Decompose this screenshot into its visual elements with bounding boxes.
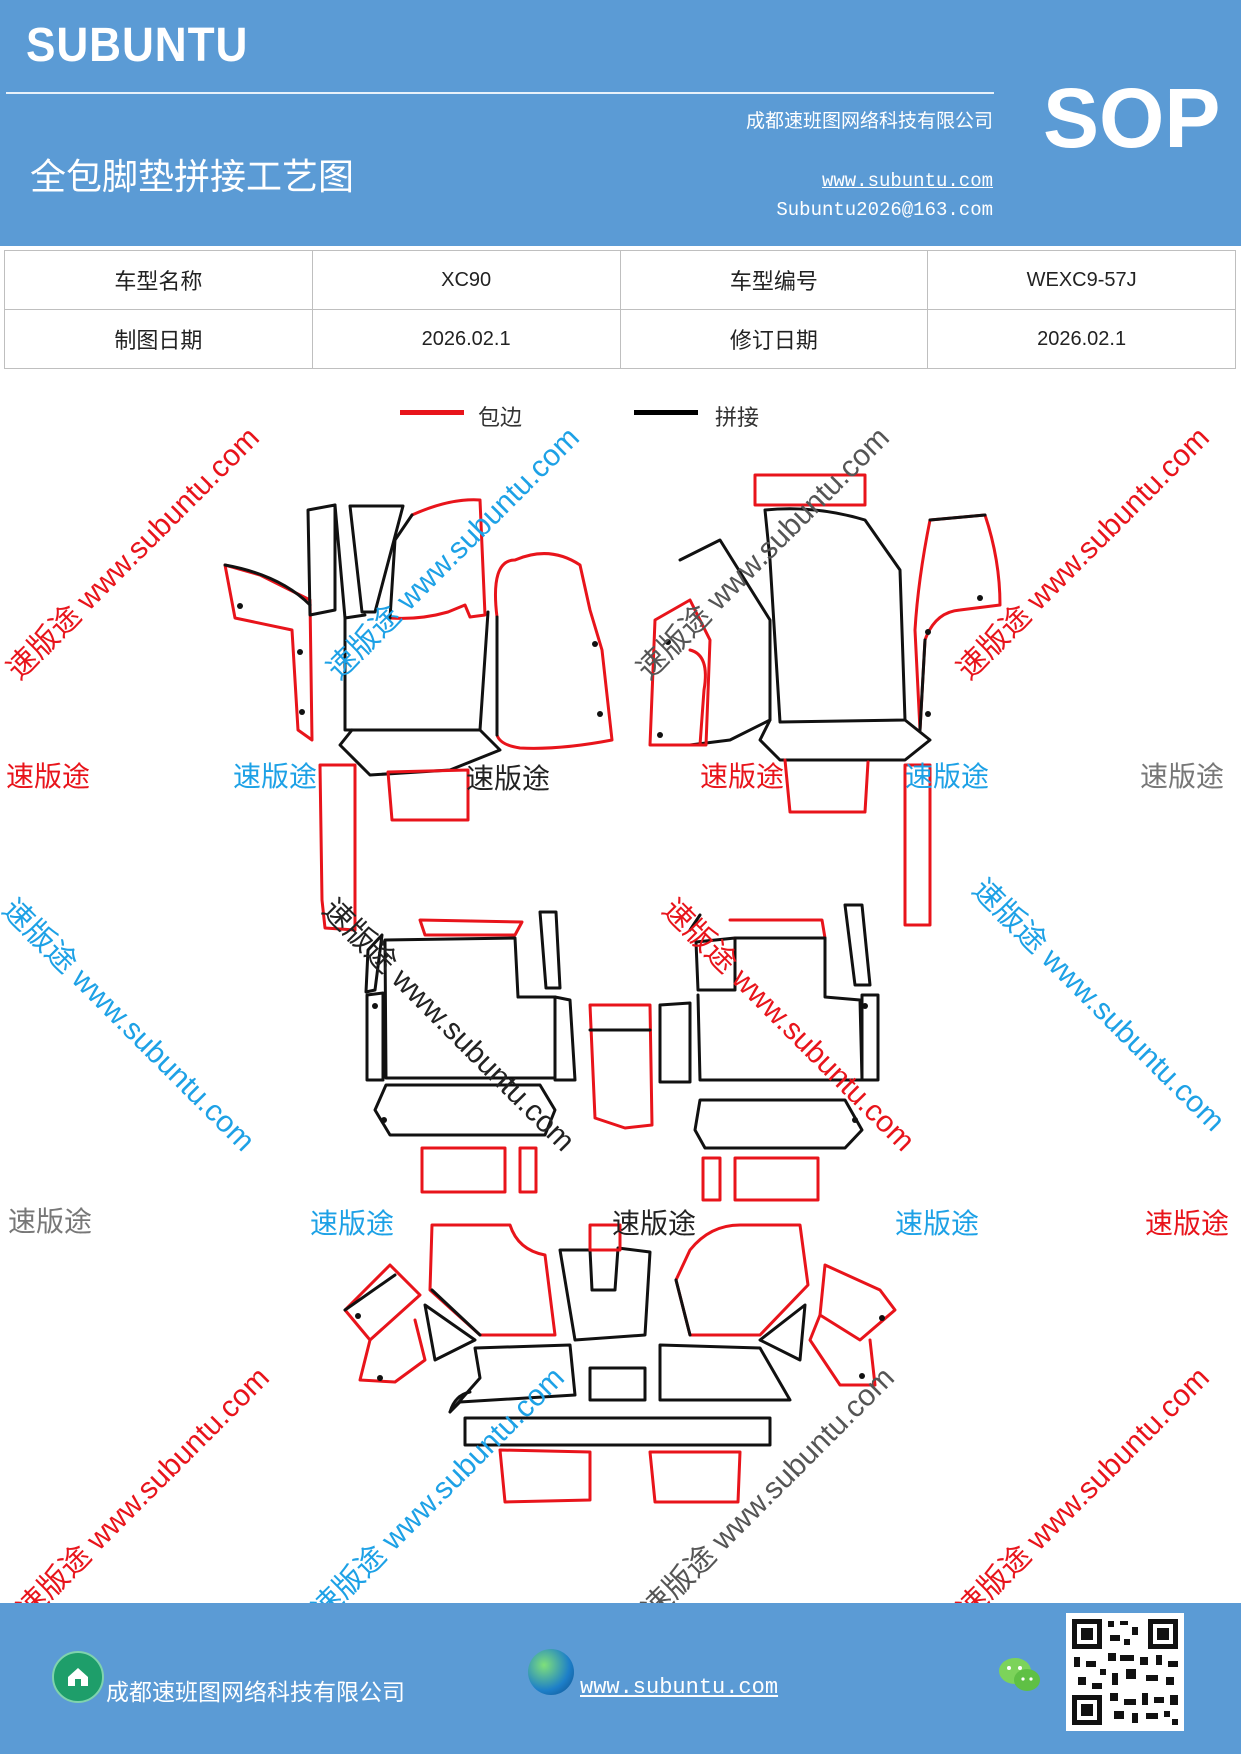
watermark-brand: 速版途 bbox=[895, 1207, 980, 1240]
watermark-brand: 速版途 bbox=[1140, 760, 1225, 793]
watermark-brand: 速版途 bbox=[8, 1205, 93, 1238]
model-name-label: 车型名称 bbox=[4, 250, 313, 310]
model-code-label: 车型编号 bbox=[619, 250, 929, 310]
website-link[interactable]: www.subuntu.com bbox=[821, 170, 993, 192]
home-icon bbox=[52, 1651, 104, 1703]
watermark-brand: 速版途 bbox=[1145, 1207, 1230, 1240]
model-name-value: XC90 bbox=[311, 250, 621, 310]
table-row: 制图日期 2026.02.1 修订日期 2026.02.1 bbox=[4, 309, 1236, 369]
brand-logo: SUBUNTU bbox=[26, 19, 249, 72]
vehicle-info-table: 车型名称 XC90 车型编号 WEXC9-57J 制图日期 2026.02.1 … bbox=[4, 250, 1236, 369]
footer-company-name: 成都速班图网络科技有限公司 bbox=[106, 1680, 405, 1706]
revise-date-value: 2026.02.1 bbox=[927, 309, 1236, 369]
qr-code bbox=[1066, 1613, 1184, 1731]
legend-joint-label: 拼接 bbox=[715, 406, 760, 431]
draw-date-label: 制图日期 bbox=[4, 309, 313, 369]
revise-date-label: 修订日期 bbox=[619, 309, 929, 369]
front-right-mat-group bbox=[648, 473, 1002, 927]
legend-edge-label: 包边 bbox=[478, 406, 523, 431]
wechat-icon[interactable] bbox=[996, 1653, 1044, 1697]
third-row-mat-group bbox=[343, 1223, 897, 1504]
draw-date-value: 2026.02.1 bbox=[311, 309, 621, 369]
document-title: 全包脚垫拼接工艺图 bbox=[30, 157, 355, 198]
header-divider bbox=[6, 92, 994, 94]
watermark-brand: 速版途 bbox=[310, 1207, 395, 1240]
legend-joint-swatch bbox=[634, 410, 698, 415]
watermark-brand: 速版途 bbox=[233, 760, 318, 793]
footer-banner: 成都速班图网络科技有限公司 www.subuntu.com bbox=[0, 1603, 1241, 1754]
sop-badge: SOP bbox=[1043, 71, 1221, 165]
watermark-brand: 速版途 bbox=[612, 1207, 697, 1240]
watermark-brand: 速版途 bbox=[905, 760, 990, 793]
front-left-mat-group bbox=[223, 498, 614, 932]
company-name: 成都速班图网络科技有限公司 bbox=[745, 110, 993, 132]
email-address[interactable]: Subuntu2026@163.com bbox=[776, 199, 993, 221]
globe-icon bbox=[528, 1649, 574, 1695]
legend-edge-swatch bbox=[400, 410, 464, 415]
second-row-mat-group bbox=[364, 903, 880, 1202]
watermark-brand: 速版途 bbox=[6, 760, 91, 793]
footer-website-link[interactable]: www.subuntu.com bbox=[580, 1675, 779, 1700]
watermark-brand: 速版途 bbox=[700, 760, 785, 793]
legend: 包边 拼接 bbox=[400, 400, 800, 440]
watermark-brand: 速版途 bbox=[466, 762, 551, 795]
header-banner: SUBUNTU 成都速班图网络科技有限公司 全包脚垫拼接工艺图 www.subu… bbox=[0, 0, 1241, 246]
